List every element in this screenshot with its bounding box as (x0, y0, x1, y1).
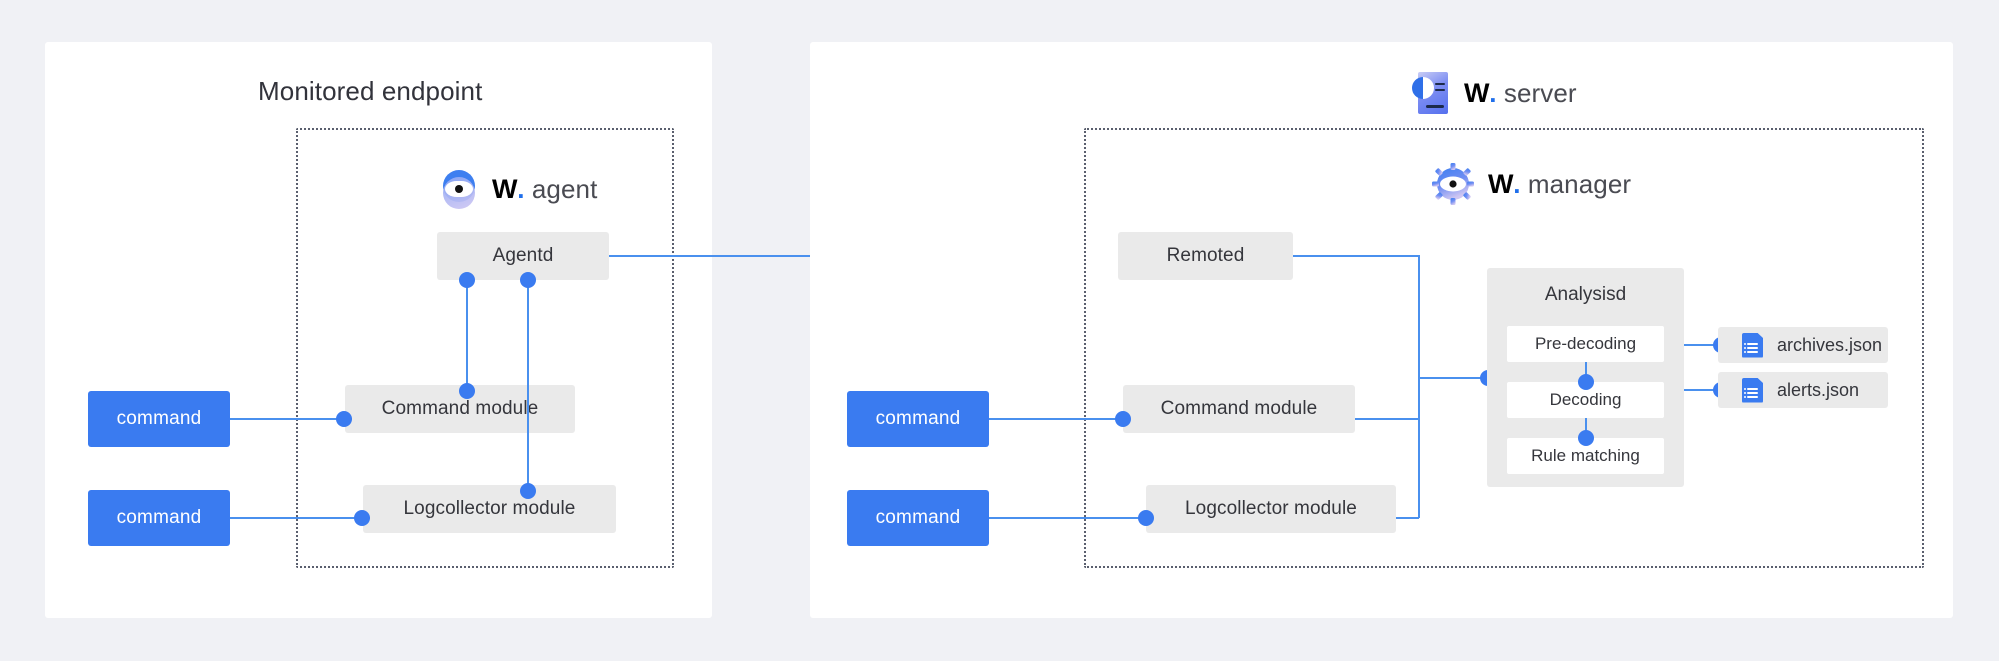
agent-boundary-box (296, 128, 674, 568)
analysisd-label: Analysisd (1544, 284, 1627, 305)
connector-endpoint-cmd1 (230, 418, 352, 420)
node-remoted[interactable]: Remoted (1118, 232, 1293, 280)
connector-server-cmd2 (989, 517, 1153, 519)
connector-agentd-to-command (466, 279, 468, 392)
connector-knob-agentd-bottom-1 (459, 272, 475, 288)
connector-knob-server-cmd2 (1138, 510, 1154, 526)
agent-brand-name: agent (531, 173, 598, 204)
connector-analysisd-bus (1418, 255, 1420, 518)
manager-boundary-box (1084, 128, 1924, 568)
connector-knob-endpoint-cmd1 (336, 411, 352, 427)
connector-analysisd-to-archives (1684, 344, 1726, 346)
connector-knob-decoding-top (1578, 374, 1594, 390)
node-analysisd[interactable]: Analysisd Pre-decoding Decoding Rule mat… (1487, 268, 1684, 487)
connector-server-cmd1 (989, 418, 1130, 420)
json-document-icon (1742, 332, 1763, 358)
agent-eye-logo-icon (440, 170, 478, 209)
server-brand-w: W (1464, 77, 1490, 108)
agent-brand-lockup: W. agent (440, 170, 597, 209)
monitored-endpoint-title: Monitored endpoint (258, 76, 483, 106)
manager-gear-eye-logo-icon (1432, 163, 1474, 205)
json-document-icon (1742, 377, 1763, 403)
connector-analysisd-to-alerts (1684, 389, 1726, 391)
node-server-command-module[interactable]: Command module (1123, 385, 1355, 433)
endpoint-command-box-2[interactable]: command (88, 490, 230, 546)
server-command-box-2[interactable]: command (847, 490, 989, 546)
output-archives-json-label: archives.json (1777, 334, 1883, 355)
manager-brand-dot: . (1513, 168, 1521, 199)
manager-brand-w: W (1488, 168, 1514, 199)
server-brand-lockup: W. server (1412, 72, 1577, 114)
analysisd-stage-pre-decoding[interactable]: Pre-decoding (1507, 326, 1664, 362)
connector-knob-logcollector-top (520, 483, 536, 499)
connector-endpoint-cmd2 (230, 517, 370, 519)
connector-bus-to-analysisd (1418, 377, 1494, 379)
server-brand-text: W. server (1464, 78, 1577, 109)
server-brand-name: server (1503, 77, 1577, 108)
output-alerts-json[interactable]: alerts.json (1718, 372, 1888, 408)
manager-brand-name: manager (1527, 168, 1632, 199)
connector-servercmd-to-bus (1355, 418, 1419, 420)
connector-agentd-to-logcollector (527, 279, 529, 492)
output-archives-json[interactable]: archives.json (1718, 327, 1888, 363)
connector-knob-agentd-bottom-2 (520, 272, 536, 288)
output-alerts-json-label: alerts.json (1777, 379, 1860, 400)
server-rect-logo-icon (1412, 72, 1450, 114)
connector-knob-endpoint-cmd2 (354, 510, 370, 526)
agent-brand-dot: . (517, 173, 525, 204)
server-command-box-1[interactable]: command (847, 391, 989, 447)
connector-serverlog-to-bus (1396, 517, 1419, 519)
agent-brand-w: W (492, 173, 518, 204)
connector-knob-command-top (459, 383, 475, 399)
connector-knob-server-cmd1 (1115, 411, 1131, 427)
node-agent-logcollector-module[interactable]: Logcollector module (363, 485, 616, 533)
connector-knob-rulematching-top (1578, 430, 1594, 446)
manager-brand-lockup: W. manager (1432, 163, 1631, 205)
agent-brand-text: W. agent (492, 174, 597, 205)
endpoint-command-box-1[interactable]: command (88, 391, 230, 447)
server-brand-dot: . (1489, 77, 1497, 108)
manager-brand-text: W. manager (1488, 169, 1631, 200)
connector-remoted-to-bus (1293, 255, 1419, 257)
node-server-logcollector-module[interactable]: Logcollector module (1146, 485, 1396, 533)
